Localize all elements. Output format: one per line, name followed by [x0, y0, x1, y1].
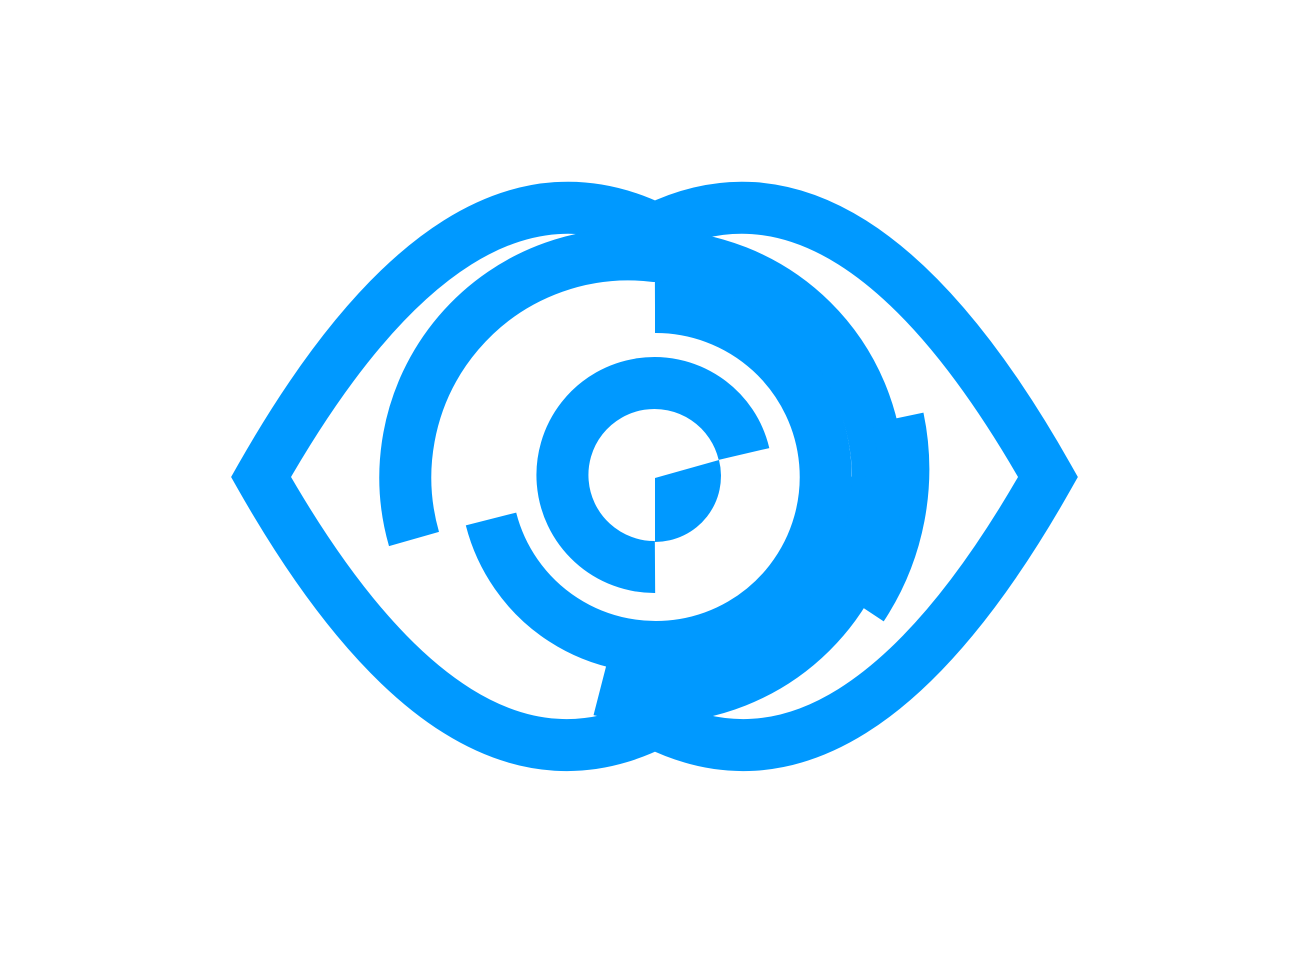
eye-outline	[231, 181, 1078, 771]
top-notch	[655, 281, 656, 333]
eye-logo-strokes	[231, 181, 1078, 771]
iris-outer-ring	[379, 228, 904, 547]
pupil-icon	[655, 460, 721, 542]
iris-inner-ring	[536, 357, 770, 594]
iris-lower-arc	[593, 476, 903, 724]
iris-middle-ring	[465, 280, 852, 673]
